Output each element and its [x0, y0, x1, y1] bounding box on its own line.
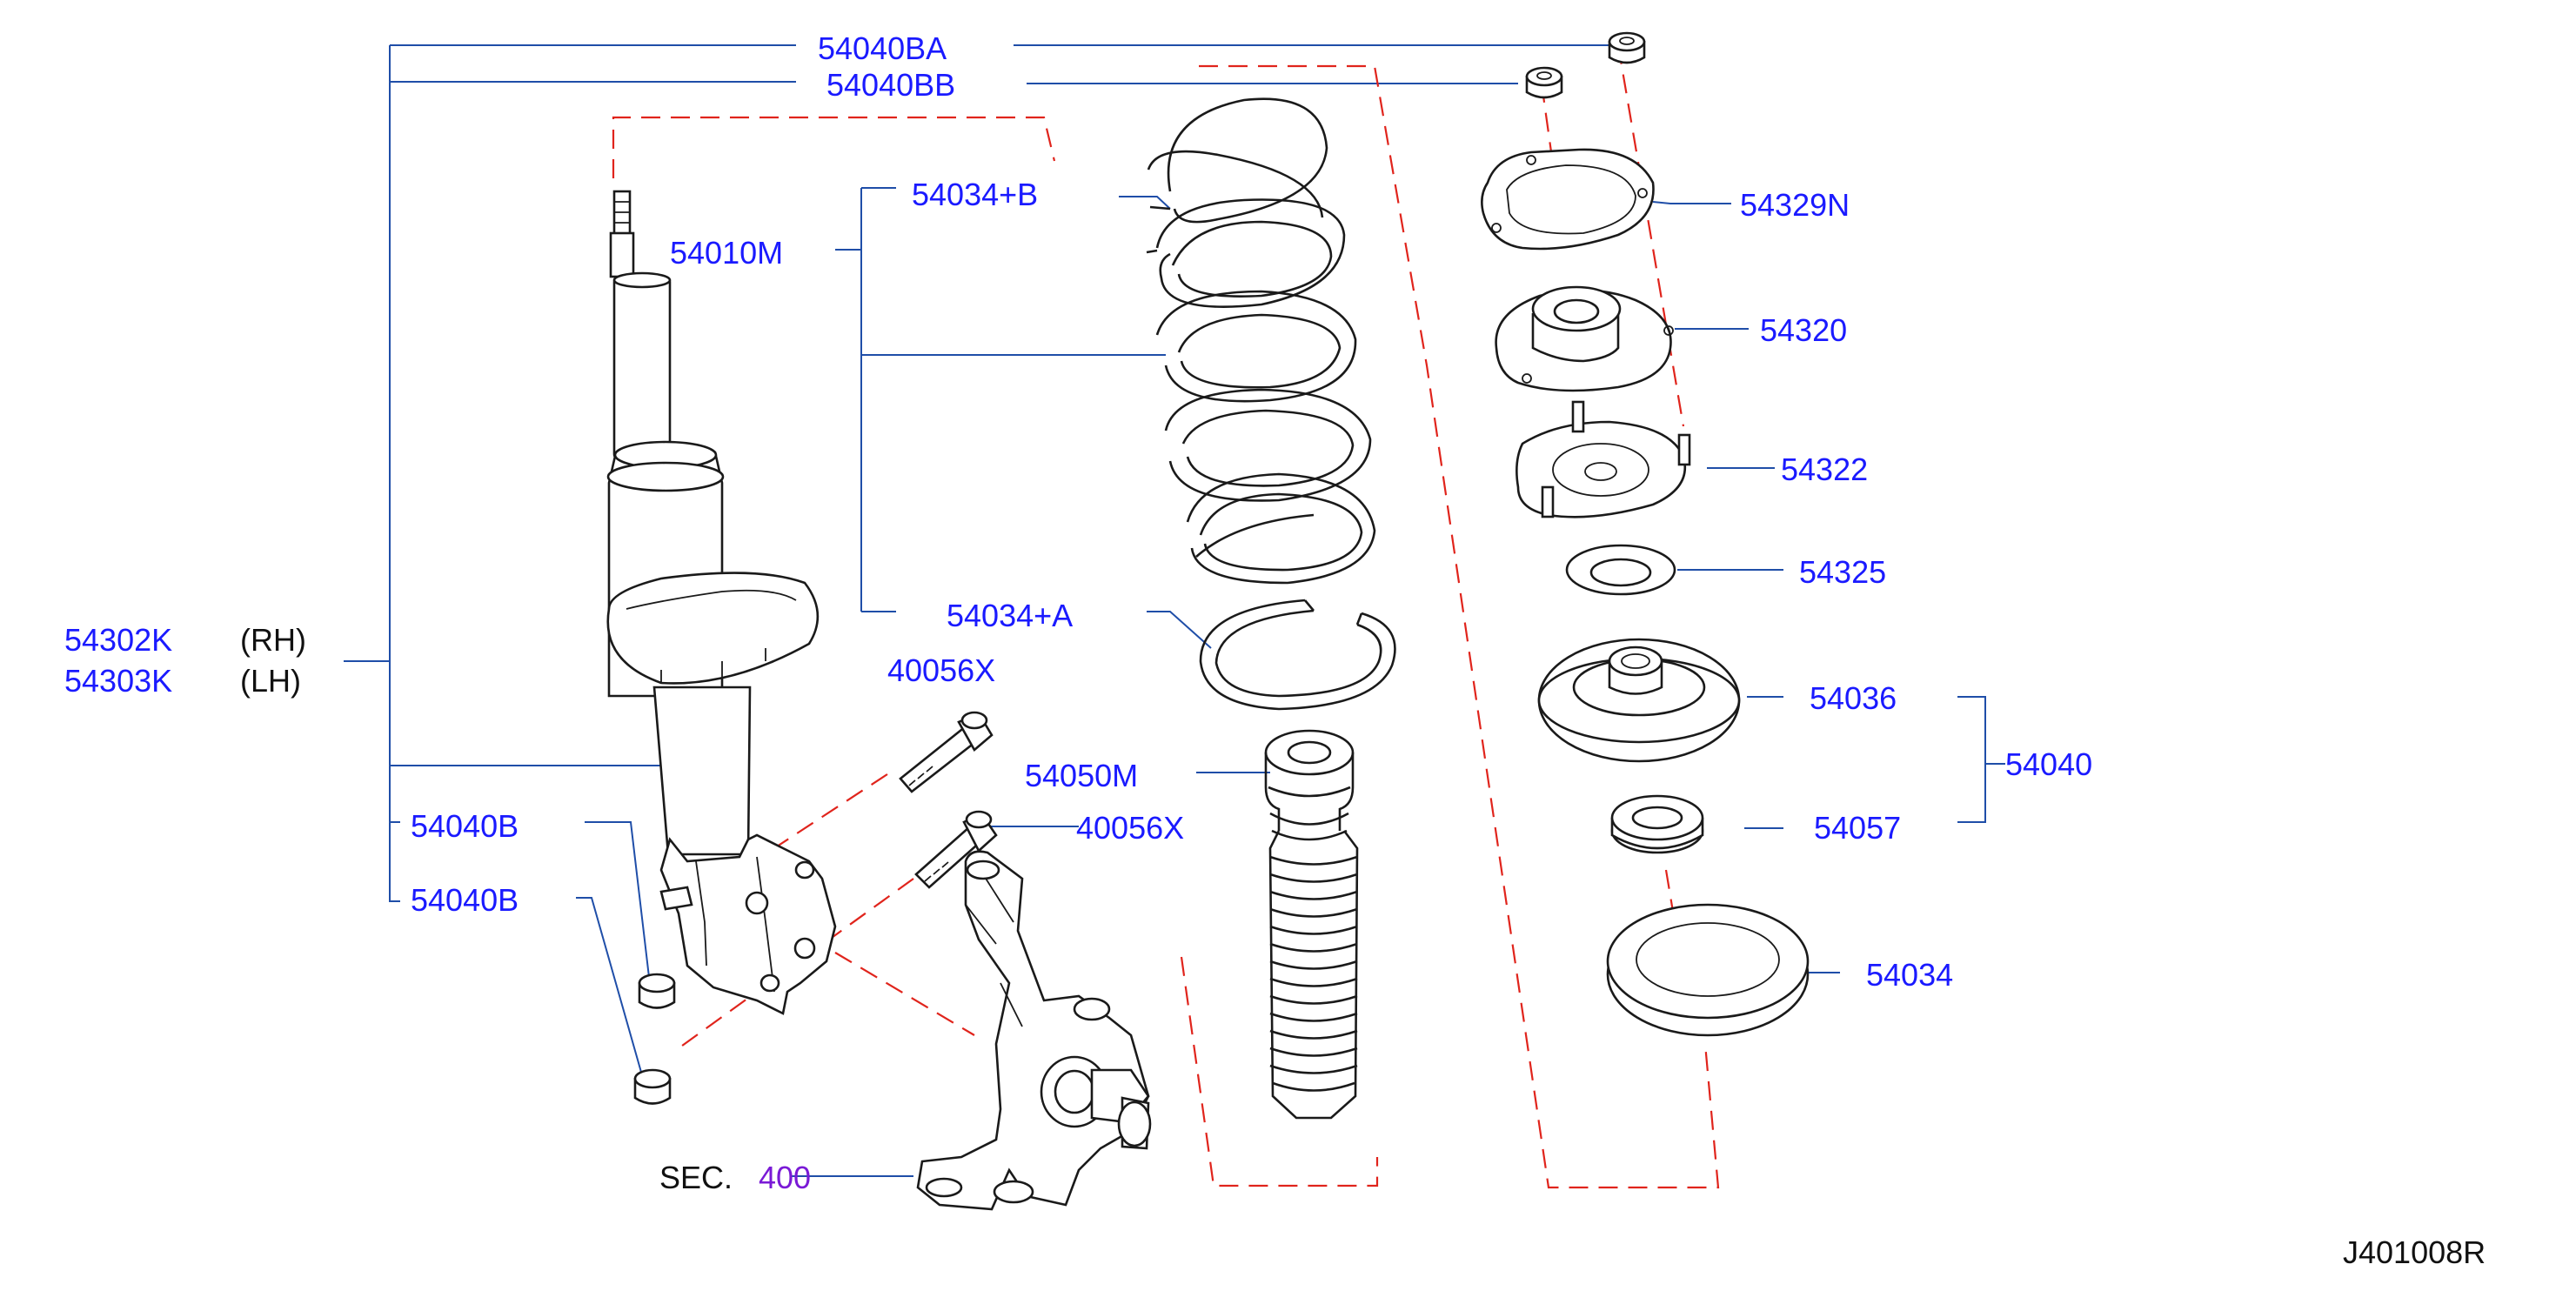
spring-rubber-lower-part	[1199, 599, 1396, 711]
strut-assembly-part	[606, 190, 837, 1015]
mount-plate-part	[1481, 148, 1655, 251]
label-54302K: 54302K	[64, 622, 172, 658]
label-54036: 54036	[1810, 680, 1897, 716]
label-54320: 54320	[1760, 312, 1847, 348]
label-40056X-top: 40056X	[887, 652, 995, 688]
diagram-id: J401008R	[2343, 1234, 2486, 1270]
leader-lines	[344, 44, 2005, 1177]
insulator-part	[1537, 638, 1741, 763]
knuckle-part	[916, 850, 1152, 1211]
nut-lower-part	[633, 1068, 672, 1105]
label-54040B-top: 54040B	[411, 808, 519, 844]
label-54040: 54040	[2005, 746, 2092, 782]
dust-boot-part	[1264, 729, 1359, 1120]
part-labels: 54040BA 54040BB 54034+B 54010M 54329N 54…	[64, 30, 2486, 1270]
label-lh: (LH)	[240, 663, 301, 699]
label-54057: 54057	[1814, 810, 1901, 846]
label-54040BB: 54040BB	[826, 67, 955, 103]
label-54303K: 54303K	[64, 663, 172, 699]
bolt-upper-part	[899, 711, 994, 793]
label-54034: 54034	[1866, 957, 1953, 993]
section-prefix: SEC.	[659, 1160, 733, 1195]
washer-part	[1565, 544, 1676, 596]
label-54329N: 54329N	[1740, 187, 1850, 223]
label-54050M: 54050M	[1025, 758, 1138, 793]
top-nut-ba-part	[1608, 31, 1646, 64]
seal-part	[1610, 794, 1704, 854]
label-rh: (RH)	[240, 622, 306, 658]
mount-bracket-part	[1515, 400, 1691, 518]
label-54040BA: 54040BA	[818, 30, 947, 66]
bolt-lower-part	[914, 810, 998, 889]
dust-boot-bellows	[1269, 855, 1358, 1092]
label-54040B-bot: 54040B	[411, 882, 519, 918]
label-54034-b: 54034+B	[912, 177, 1038, 212]
coil-spring-part	[1146, 97, 1376, 585]
label-54010M: 54010M	[670, 235, 783, 271]
top-nut-bb-part	[1525, 66, 1563, 99]
section-number-link[interactable]: 400	[759, 1160, 811, 1195]
label-54325: 54325	[1799, 554, 1886, 590]
label-54034-a: 54034+A	[947, 598, 1073, 633]
label-54322: 54322	[1781, 452, 1868, 487]
label-40056X-mid: 40056X	[1076, 810, 1184, 846]
spring-seat-part	[1606, 903, 1810, 1037]
nut-upper-part	[638, 973, 676, 1009]
strut-mount-part	[1495, 285, 1674, 392]
